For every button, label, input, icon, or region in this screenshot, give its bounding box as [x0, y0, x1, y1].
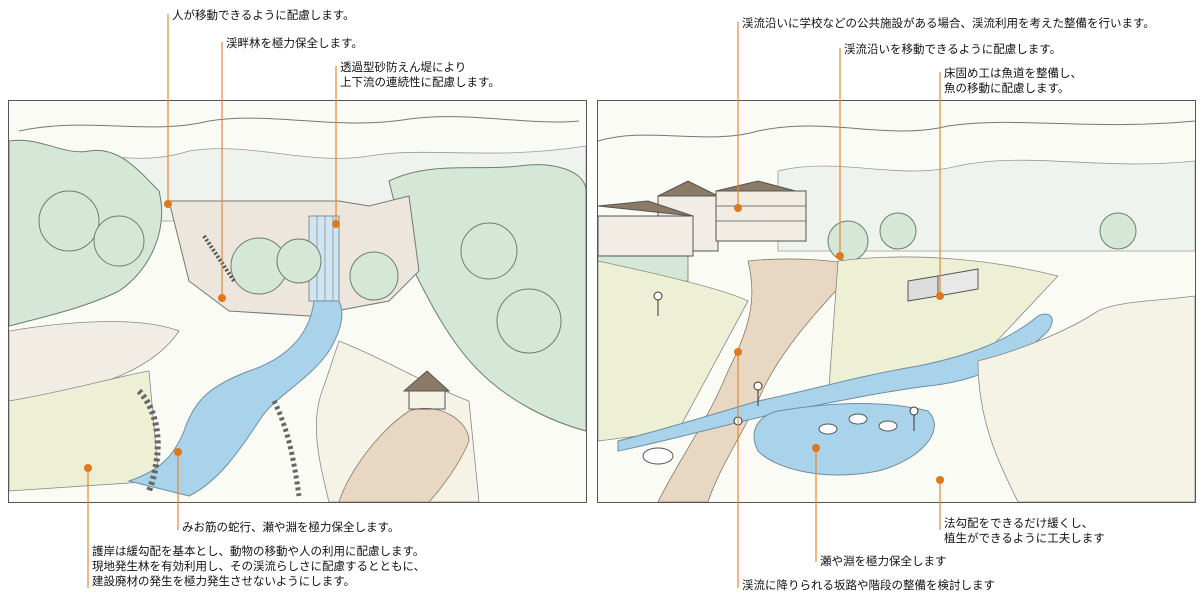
label-public-facilities: 渓流沿いに学校などの公共施設がある場合、渓流利用を考えた整備を行います。 [742, 16, 1155, 30]
label-sabo-dam: 透過型砂防えん堤により 上下流の連続性に配慮します。 [340, 60, 500, 89]
label-riparian-forest: 渓畔林を極力保全します。 [226, 36, 363, 50]
label-meander: みお筋の蛇行、瀬や淵を極力保全します。 [182, 520, 400, 534]
label-stairs: 渓流に降りられる坂路や階段の整備を検討します [742, 578, 995, 592]
label-people-move: 人が移動できるように配慮します。 [172, 8, 355, 22]
left-illustration-panel [8, 100, 587, 503]
label-pools: 瀬や淵を極力保全します [820, 554, 947, 568]
label-gentle-slope: 法勾配をできるだけ緩くし、 植生ができるように工夫します [944, 516, 1105, 545]
right-illustration-panel [597, 100, 1196, 503]
mountain-stream-sabo-illustration [9, 116, 586, 502]
label-move-along: 渓流沿いを移動できるように配慮します。 [844, 42, 1062, 56]
village-stream-illustration [598, 120, 1195, 502]
label-revetment: 護岸は緩勾配を基本とし、動物の移動や人の利用に配慮します。 現地発生林を有効利用… [92, 544, 426, 588]
label-fishway: 床固め工は魚道を整備し、 魚の移動に配慮します。 [944, 66, 1082, 95]
